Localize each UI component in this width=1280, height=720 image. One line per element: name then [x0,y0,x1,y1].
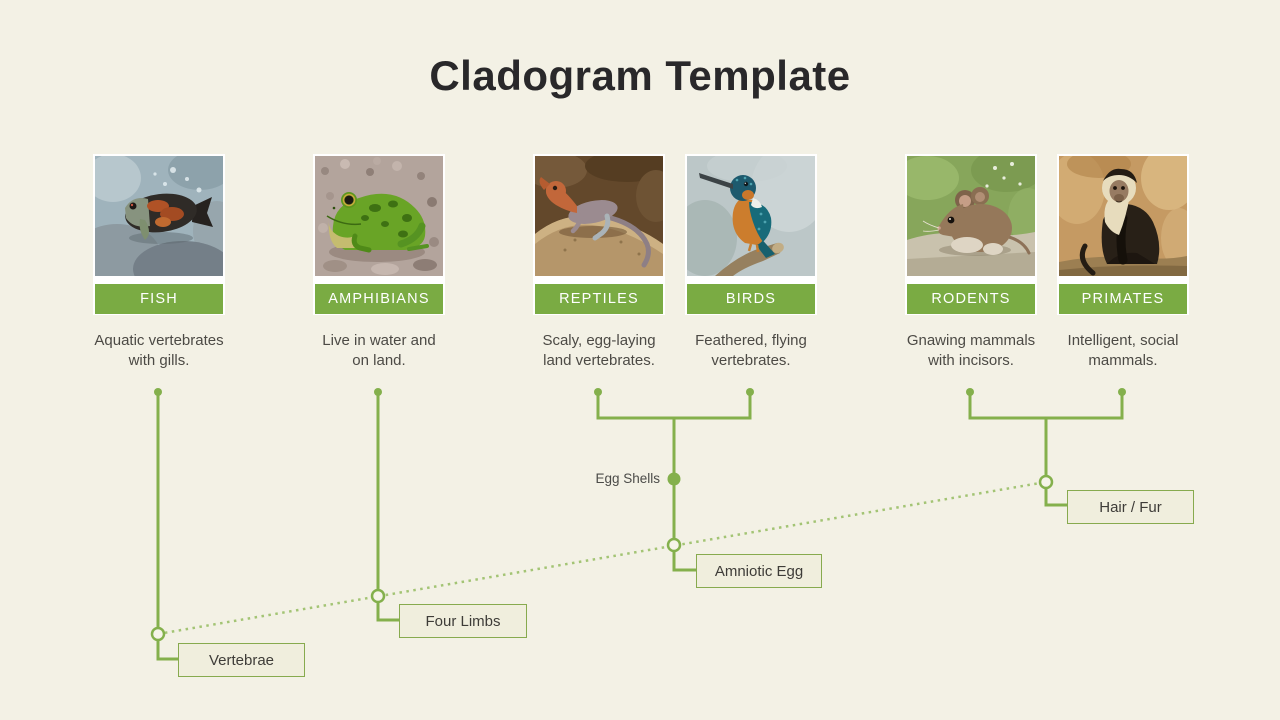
node-label-egg-shells: Egg Shells [595,471,660,486]
node-box-amniotic-egg: Amniotic Egg [696,554,822,588]
taxon-desc-amphibians: Live in water and on land. [322,332,436,369]
branch-amphibians [376,392,400,622]
branch-fish [156,392,179,661]
taxon-card-amphibians: AMPHIBIANS [313,154,445,315]
page-title: Cladogram Template [429,52,851,99]
kingfisher-photo [687,156,815,276]
fish-photo [95,156,223,276]
taxon-desc-primates: Intelligent, social mammals. [1067,332,1179,369]
taxon-card-primates: PRIMATES [1057,154,1189,315]
node-dot-egg-shells [667,472,681,486]
node-box-vertebrae: Vertebrae [178,643,305,677]
taxon-label-reptiles: REPTILES [535,284,663,314]
node-circle-amniotic-egg [666,537,682,553]
taxon-label-fish: FISH [95,284,223,314]
node-circle-hair-fur [1038,474,1054,490]
taxon-desc-birds: Feathered, flying vertebrates. [695,332,807,369]
node-circle-four-limbs [370,588,386,604]
taxon-label-primates: PRIMATES [1059,284,1187,314]
taxon-desc-rodents: Gnawing mammals with incisors. [906,332,1036,369]
bracket-reptiles-birds [596,392,752,420]
taxon-card-reptiles: REPTILES [533,154,665,315]
taxon-label-amphibians: AMPHIBIANS [315,284,443,314]
taxon-card-fish: FISH [93,154,225,315]
frog-photo [315,156,443,276]
node-circle-vertebrae [150,626,166,642]
taxon-label-birds: BIRDS [687,284,815,314]
taxon-desc-fish: Aquatic vertebrates with gills. [94,332,224,369]
mouse-photo [907,156,1035,276]
lizard-photo [535,156,663,276]
branch-tip-dots [154,388,1126,396]
taxon-desc-reptiles: Scaly, egg-laying land vertebrates. [542,332,656,369]
branch-mammals [1044,418,1068,507]
node-box-hair-fur: Hair / Fur [1067,490,1194,524]
taxon-card-birds: BIRDS [685,154,817,315]
branch-amniotes [672,418,697,572]
monkey-photo [1059,156,1187,276]
taxon-label-rodents: RODENTS [907,284,1035,314]
dotted-evolution-line [157,480,1047,636]
node-box-four-limbs: Four Limbs [399,604,527,638]
bracket-rodents-primates [968,392,1124,420]
taxon-card-rodents: RODENTS [905,154,1037,315]
